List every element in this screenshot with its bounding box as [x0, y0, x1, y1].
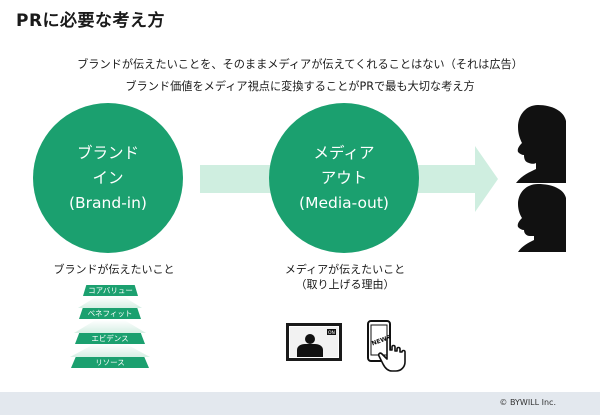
person-silhouette-icon — [517, 184, 566, 252]
pyramid-step-shadow — [78, 296, 142, 308]
page-title: PRに必要な考え方 — [16, 11, 166, 31]
pyramid-evidence: エビデンス — [75, 333, 145, 344]
tv-icon: ON — [286, 323, 342, 361]
media-out-line-1: メディア — [313, 143, 375, 162]
brand-in-line-3: (Brand-in) — [69, 193, 147, 212]
media-caption-line-1: メディアが伝えたいこと — [284, 263, 406, 276]
media-out-line-3: (Media-out) — [299, 193, 389, 212]
brand-caption: ブランドが伝えたいこと — [53, 263, 175, 276]
subtitle-line-1: ブランドが伝えたいことを、そのままメディアが伝えてくれることはない（それは広告） — [77, 58, 523, 71]
footer-bar — [0, 392, 600, 415]
smartphone-news-icon: NEWS — [367, 320, 406, 372]
pyramid-benefit: ベネフィット — [79, 308, 141, 319]
subtitle-line-2: ブランド価値をメディア視点に変換することがPRで最も大切な考え方 — [125, 80, 475, 93]
brand-in-line-2: イン — [92, 168, 124, 187]
media-out-line-2: アウト — [320, 168, 368, 187]
pyramid-resource: リソース — [71, 357, 149, 368]
person-silhouette-icon — [516, 105, 566, 183]
brand-in-line-1: ブランド — [76, 143, 139, 162]
media-caption: メディアが伝えたいこと （取り上げる理由） — [245, 262, 445, 292]
media-caption-line-2: （取り上げる理由） — [295, 278, 395, 291]
brand-in-circle: ブランド イン (Brand-in) — [33, 103, 183, 253]
media-out-circle: メディア アウト (Media-out) — [269, 103, 419, 253]
footer-copyright: © BYWILL Inc. — [499, 398, 556, 407]
tv-on-label: ON — [328, 330, 335, 336]
pyramid-step-shadow — [74, 320, 146, 333]
pyramid-step-shadow — [70, 344, 150, 357]
pyramid-core-value: コアバリュー — [83, 285, 138, 296]
